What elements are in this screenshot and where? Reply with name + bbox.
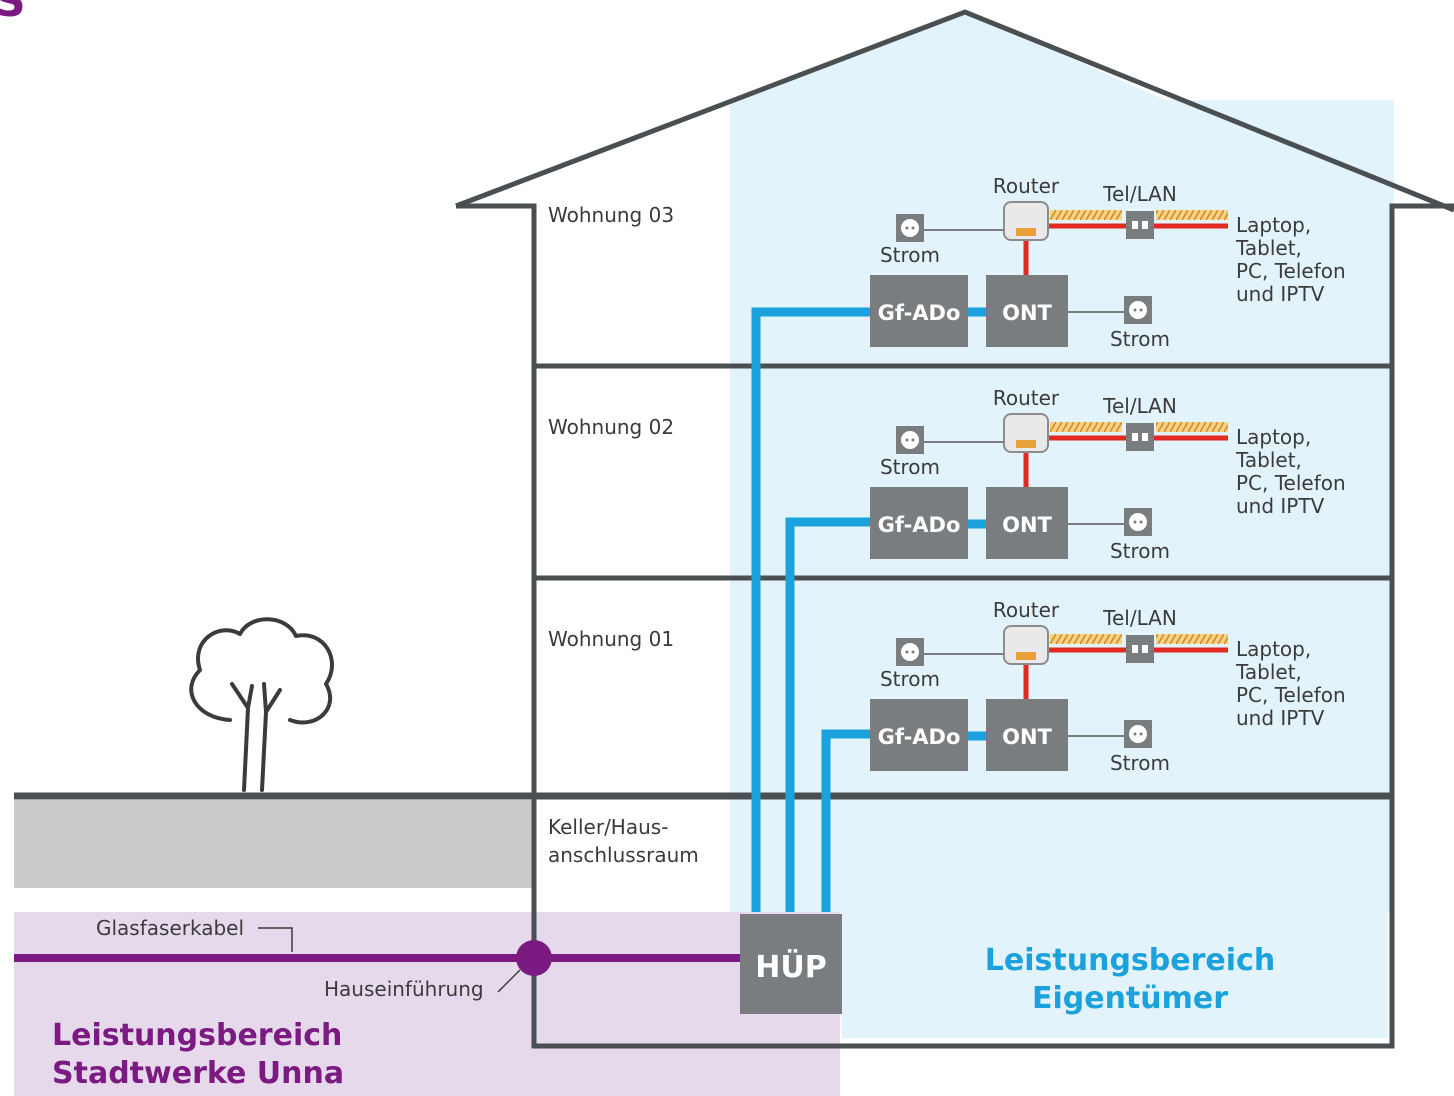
router-icon: [1003, 625, 1049, 665]
router-icon: [1003, 413, 1049, 453]
ground-soil: [14, 800, 534, 888]
basement-label-2: anschlussraum: [548, 843, 699, 867]
router-power-label: Strom: [880, 455, 940, 479]
copper-coil-right: [1156, 634, 1228, 644]
end-device-label: Tablet,: [1235, 448, 1302, 472]
ont-box: [986, 699, 1068, 771]
copper-coil-right: [1156, 422, 1228, 432]
power-socket-icon: [896, 214, 924, 242]
floor-name: Wohnung 02: [548, 415, 674, 439]
router-power-label: Strom: [880, 667, 940, 691]
power-socket-icon: [896, 638, 924, 666]
utility-area: [14, 912, 840, 1096]
house-entry-point: [516, 940, 552, 976]
floor-name: Wohnung 03: [548, 203, 674, 227]
floor-name: Wohnung 01: [548, 627, 674, 651]
roof-outline: [455, 9, 1454, 213]
copper-coil-left: [1050, 634, 1122, 644]
owner-area-title-2: Eigentümer: [1032, 981, 1228, 1016]
tree-icon: [189, 617, 334, 792]
end-device-label: PC, Telefon: [1236, 683, 1346, 707]
hup-box: [740, 914, 842, 1014]
utility-area-title-2: Stadtwerke Unna: [52, 1056, 344, 1091]
gf-ado-box: [870, 699, 968, 771]
ont-box: [986, 487, 1068, 559]
owner-area-roof: [730, 12, 1394, 220]
end-device-label: PC, Telefon: [1236, 259, 1346, 283]
end-device-label: Laptop,: [1236, 213, 1311, 237]
fiber-callout-line: [258, 927, 293, 952]
gf-ado-label: Gf-ADo: [878, 513, 961, 537]
ont-box: [986, 275, 1068, 347]
power-socket-icon: [1124, 508, 1152, 536]
power-socket-icon: [1124, 720, 1152, 748]
end-device-label: und IPTV: [1236, 494, 1325, 518]
fiber-risers: [751, 307, 872, 912]
end-device-label: Laptop,: [1236, 425, 1311, 449]
ont-label: ONT: [1002, 513, 1052, 537]
header-fragment: S: [0, 0, 26, 27]
ont-power-label: Strom: [1110, 327, 1170, 351]
tel-lan-socket-icon: [1126, 211, 1154, 239]
end-device-label: Tablet,: [1235, 660, 1302, 684]
power-socket-icon: [896, 426, 924, 454]
tel-lan-socket-icon: [1126, 423, 1154, 451]
router-icon: [1003, 201, 1049, 241]
copper-coil-left: [1050, 422, 1122, 432]
gf-ado-box: [870, 275, 968, 347]
owner-area-title-1: Leistungsbereich: [985, 943, 1275, 978]
tel-lan-socket-icon: [1126, 635, 1154, 663]
owner-area-cellar: [730, 800, 1394, 912]
router-label: Router: [993, 386, 1060, 410]
ont-label: ONT: [1002, 301, 1052, 325]
power-socket-icon: [1124, 296, 1152, 324]
fiber-cable-label: Glasfaserkabel: [96, 916, 244, 940]
copper-coil-left: [1050, 210, 1122, 220]
entry-callout-line: [497, 969, 521, 993]
utility-area-title-1: Leistungsbereich: [52, 1018, 342, 1053]
ont-power-label: Strom: [1110, 751, 1170, 775]
end-device-label: PC, Telefon: [1236, 471, 1346, 495]
end-device-label: und IPTV: [1236, 706, 1325, 730]
gf-ado-box: [870, 487, 968, 559]
gf-ado-label: Gf-ADo: [878, 301, 961, 325]
gf-ado-label: Gf-ADo: [878, 725, 961, 749]
house-entry-label: Hauseinführung: [324, 977, 484, 1001]
router-label: Router: [993, 174, 1060, 198]
left-text-fragment: ): [0, 641, 2, 665]
ont-label: ONT: [1002, 725, 1052, 749]
router-label: Router: [993, 598, 1060, 622]
owner-area-basement: [842, 912, 1388, 1038]
tel-lan-label: Tel/LAN: [1102, 606, 1177, 630]
hup-label: HÜP: [755, 948, 826, 985]
end-device-label: und IPTV: [1236, 282, 1325, 306]
ont-power-label: Strom: [1110, 539, 1170, 563]
end-device-label: Laptop,: [1236, 637, 1311, 661]
house-walls: [456, 203, 1454, 1049]
tel-lan-label: Tel/LAN: [1102, 182, 1177, 206]
copper-coil-right: [1156, 210, 1228, 220]
end-device-label: Tablet,: [1235, 236, 1302, 260]
basement-label-1: Keller/Haus-: [548, 815, 668, 839]
router-power-label: Strom: [880, 243, 940, 267]
tel-lan-label: Tel/LAN: [1102, 394, 1177, 418]
